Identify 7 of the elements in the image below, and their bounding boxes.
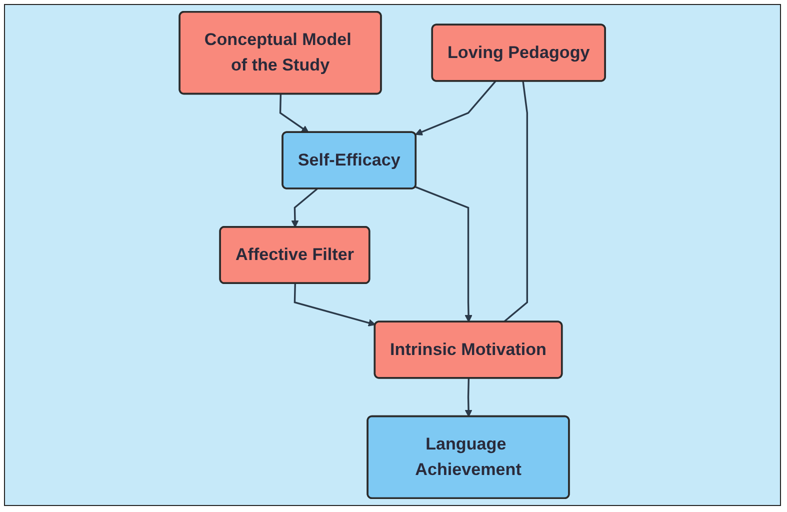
- arrow: [291, 188, 318, 228]
- arrow: [280, 94, 310, 133]
- arrow: [415, 80, 496, 136]
- arrow: [294, 284, 376, 326]
- arrow: [464, 378, 472, 418]
- arrow: [415, 186, 472, 322]
- connector: [503, 81, 528, 323]
